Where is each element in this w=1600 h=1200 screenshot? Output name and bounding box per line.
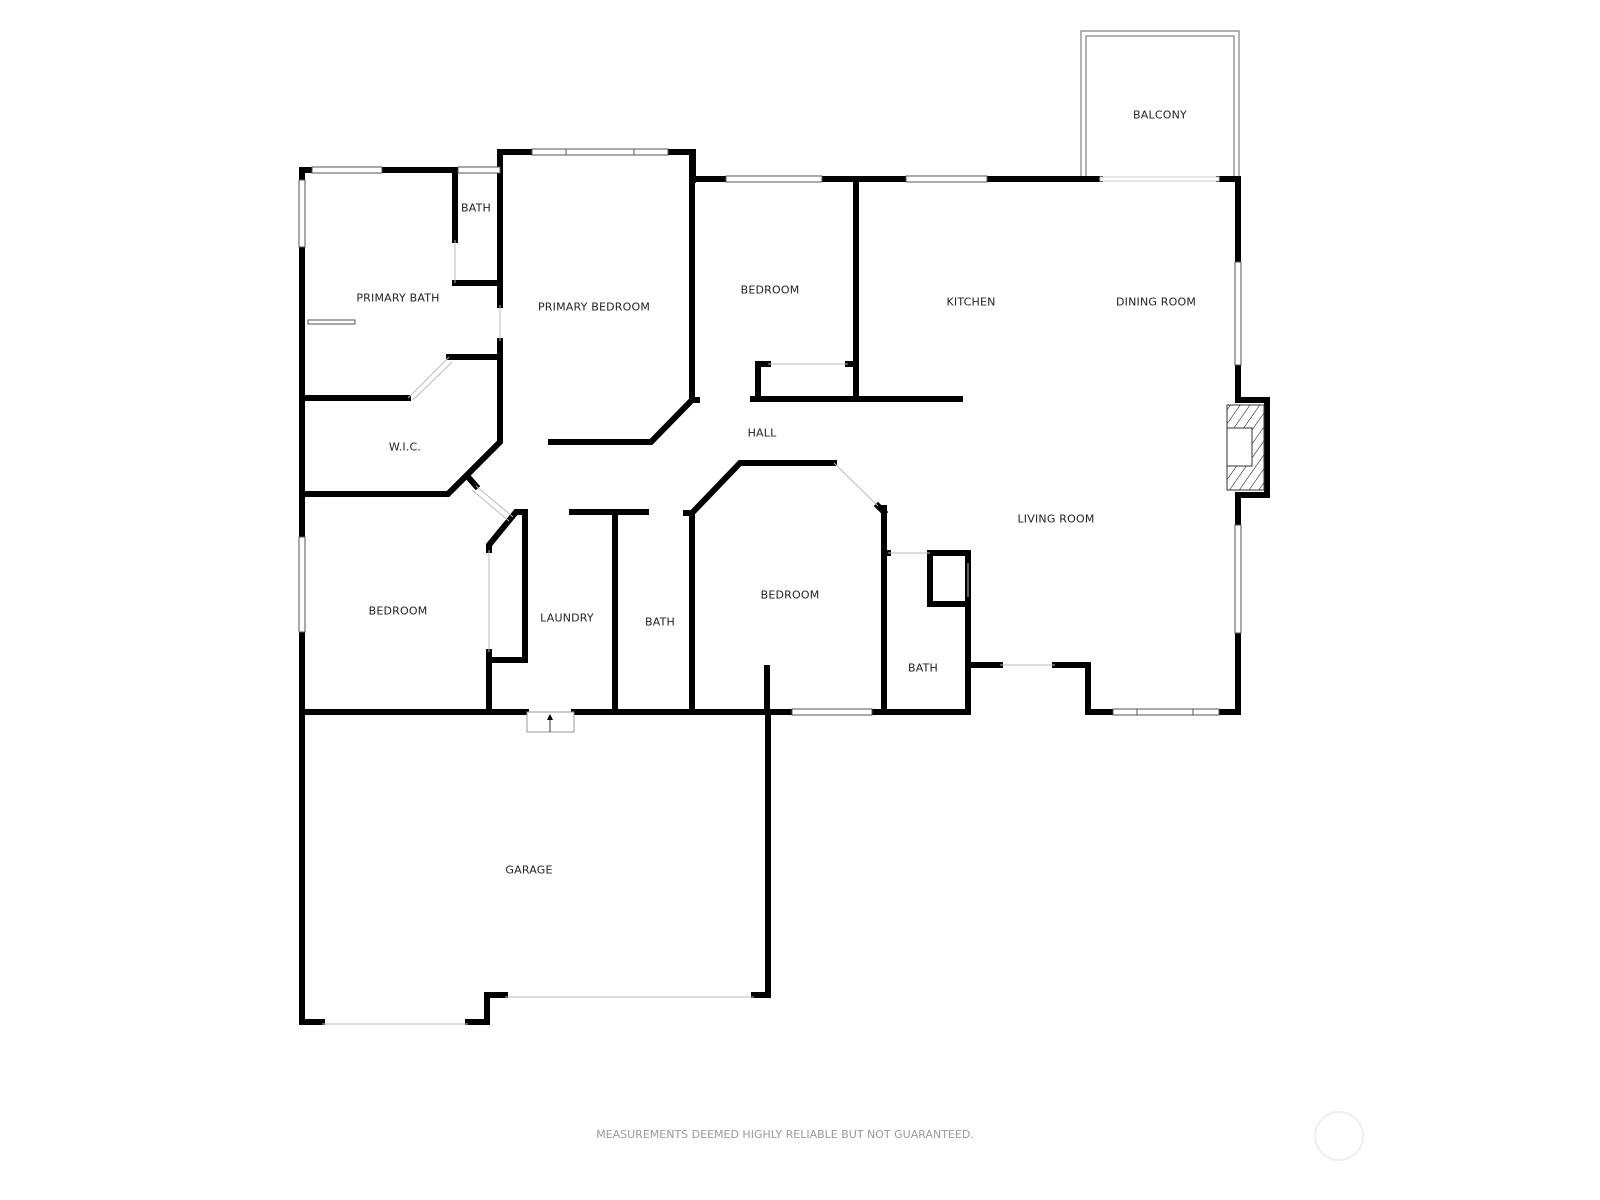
room-label-hall: HALL — [747, 426, 777, 440]
disclaimer-text: MEASUREMENTS DEEMED HIGHLY RELIABLE BUT … — [596, 1128, 974, 1141]
room-label-bath-center: BATH — [644, 615, 676, 629]
walls — [299, 149, 1270, 1025]
room-label-primary-bath: PRIMARY BATH — [356, 291, 440, 305]
windows — [298, 148, 1242, 716]
balcony-outline — [1080, 30, 1240, 178]
room-label-wic: W.I.C. — [388, 440, 422, 454]
room-label-living-room: LIVING ROOM — [1017, 512, 1095, 526]
room-label-kitchen: KITCHEN — [946, 295, 996, 309]
room-label-bedroom-center: BEDROOM — [760, 588, 820, 602]
room-label-laundry: LAUNDRY — [540, 611, 594, 625]
room-label-balcony: BALCONY — [1133, 108, 1187, 122]
room-label-bedroom-north: BEDROOM — [740, 283, 800, 297]
room-label-bath-upper: BATH — [460, 201, 492, 215]
compass-icon — [1314, 1111, 1364, 1161]
entry-arrow-icon — [526, 711, 575, 733]
room-label-garage: GARAGE — [505, 863, 553, 877]
fireplace-icon — [1226, 404, 1265, 491]
doors — [322, 176, 1220, 1025]
room-label-primary-bedroom: PRIMARY BEDROOM — [537, 300, 651, 314]
room-label-dining-room: DINING ROOM — [1115, 295, 1197, 309]
room-label-bedroom-west: BEDROOM — [368, 604, 428, 618]
room-label-bath-east: BATH — [907, 661, 939, 675]
